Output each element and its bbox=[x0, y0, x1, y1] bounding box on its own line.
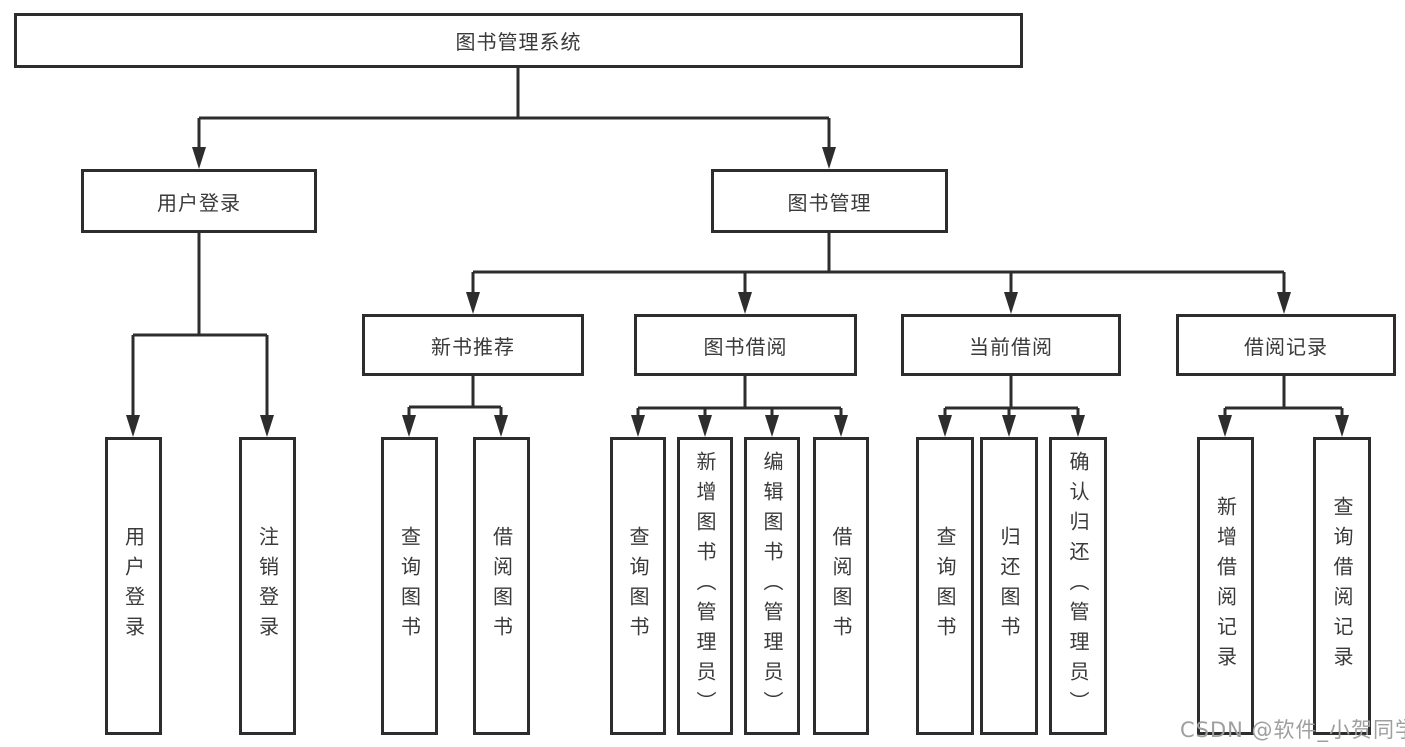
leaf-confirm-return-admin: 确认归还（管理员） bbox=[1049, 437, 1107, 735]
node-root-title: 图书管理系统 bbox=[14, 13, 1023, 68]
node-book-borrowing: 图书借阅 bbox=[634, 314, 857, 376]
leaf-label: 查询图书 bbox=[397, 526, 422, 646]
node-user-login: 用户登录 bbox=[81, 169, 317, 233]
leaf-label: 注销登录 bbox=[255, 526, 280, 646]
node-book-management: 图书管理 bbox=[711, 169, 948, 233]
leaf-borrow-books-recommend: 借阅图书 bbox=[473, 437, 530, 735]
node-current-borrowing: 当前借阅 bbox=[901, 314, 1121, 376]
leaf-edit-books-admin: 编辑图书（管理员） bbox=[744, 437, 800, 735]
leaf-label: 确认归还（管理员） bbox=[1066, 451, 1090, 721]
node-borrow-records: 借阅记录 bbox=[1176, 314, 1396, 376]
leaf-add-books-admin: 新增图书（管理员） bbox=[677, 437, 733, 735]
leaf-label: 新增图书（管理员） bbox=[693, 451, 717, 721]
leaf-label: 借阅图书 bbox=[829, 526, 853, 646]
leaf-label: 用户登录 bbox=[121, 526, 146, 646]
leaf-label: 编辑图书（管理员） bbox=[760, 451, 784, 721]
leaf-borrow-books: 借阅图书 bbox=[813, 437, 869, 735]
leaf-user-login: 用户登录 bbox=[105, 437, 162, 735]
leaf-label: 新增借阅记录 bbox=[1213, 496, 1238, 676]
leaf-add-borrow-record: 新增借阅记录 bbox=[1197, 437, 1254, 735]
leaf-label: 借阅图书 bbox=[489, 526, 514, 646]
leaf-query-books-recommend: 查询图书 bbox=[381, 437, 438, 735]
leaf-label: 查询借阅记录 bbox=[1330, 496, 1354, 676]
node-new-book-recommend: 新书推荐 bbox=[362, 314, 584, 376]
leaf-logout: 注销登录 bbox=[239, 437, 296, 735]
leaf-query-books-current: 查询图书 bbox=[916, 437, 974, 735]
leaf-return-books: 归还图书 bbox=[980, 437, 1038, 735]
csdn-watermark: CSDN @软件_小贺同学 bbox=[1180, 718, 1405, 742]
leaf-query-borrow-record: 查询借阅记录 bbox=[1313, 437, 1371, 735]
leaf-label: 归还图书 bbox=[997, 526, 1021, 646]
leaf-label: 查询图书 bbox=[933, 526, 957, 646]
leaf-query-books-borrow: 查询图书 bbox=[610, 437, 666, 735]
leaf-label: 查询图书 bbox=[626, 526, 650, 646]
